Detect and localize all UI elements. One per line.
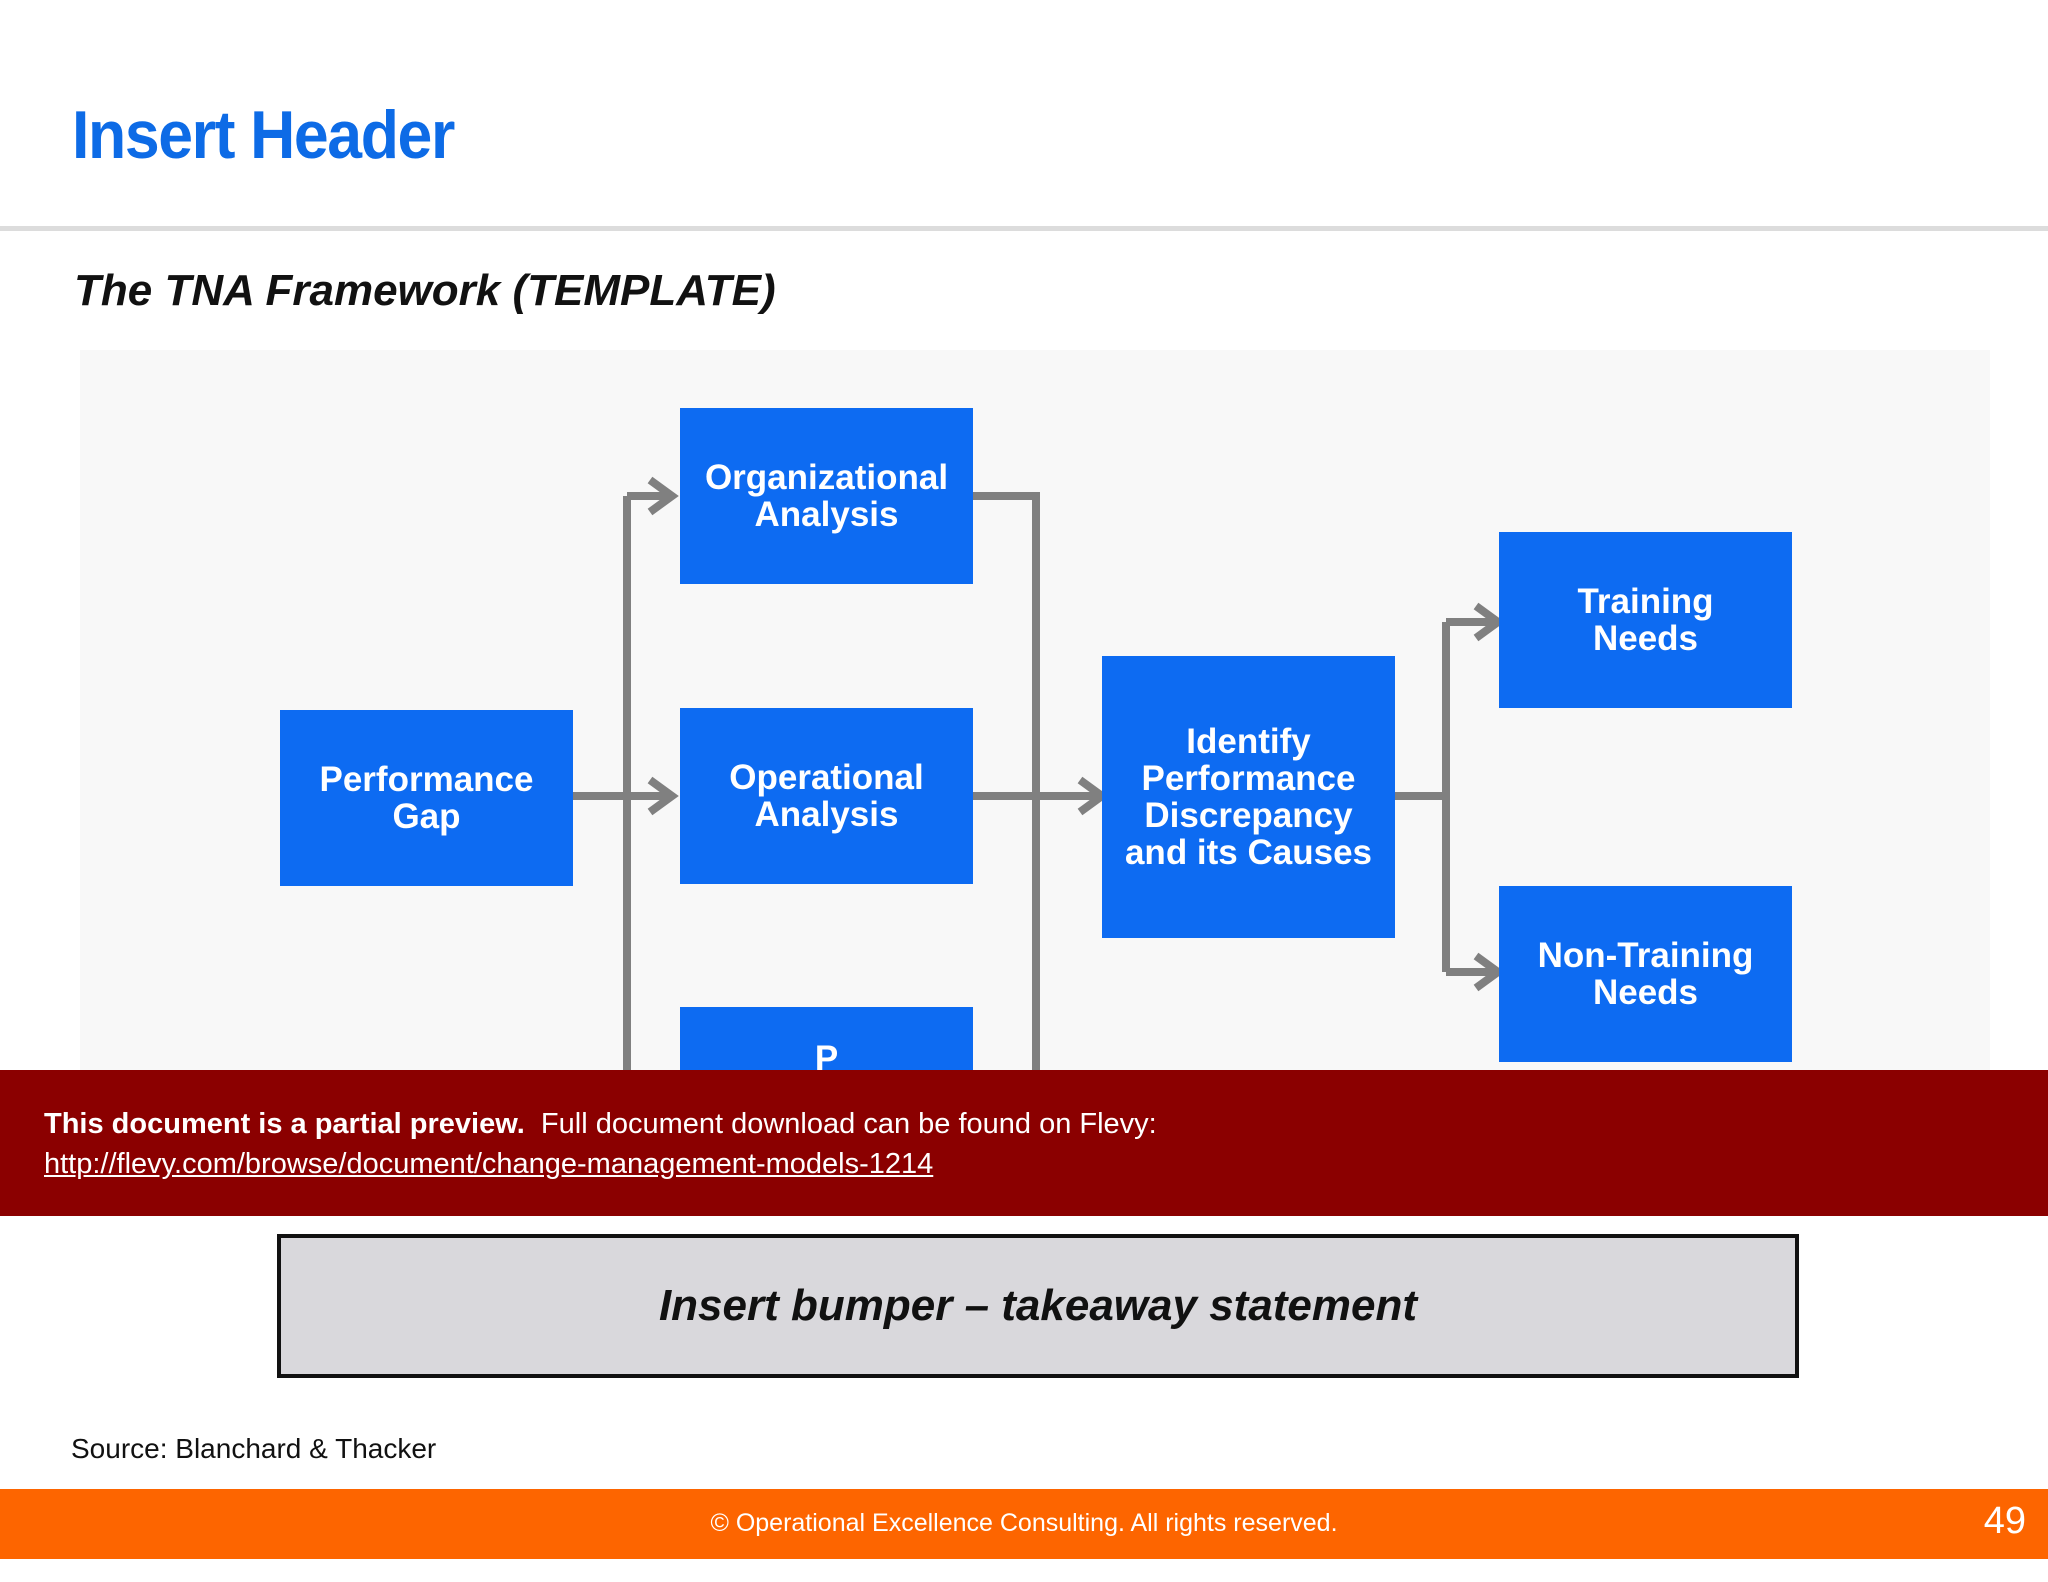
connector-organizational-out xyxy=(973,492,1040,1070)
copyright-text: © Operational Excellence Consulting. All… xyxy=(710,1509,1338,1537)
box-training-needs: Training Needs xyxy=(1499,532,1792,708)
box-identify-discrepancy: Identify Performance Discrepancy and its… xyxy=(1102,656,1395,938)
arrowhead-organizational xyxy=(647,476,679,516)
bumper-statement: Insert bumper – takeaway statement xyxy=(277,1234,1799,1378)
box-non-training-needs: Non-Training Needs xyxy=(1499,886,1792,1062)
slide-subtitle: The TNA Framework (TEMPLATE) xyxy=(74,266,776,315)
arrowhead-operational xyxy=(647,776,679,816)
flevy-document-link[interactable]: http://flevy.com/browse/document/change-… xyxy=(44,1148,934,1180)
box-operational-analysis: Operational Analysis xyxy=(680,708,973,884)
source-note: Source: Blanchard & Thacker xyxy=(71,1433,437,1464)
arrowhead-training xyxy=(1473,602,1505,642)
tna-diagram: Performance Gap Organizational Analysis … xyxy=(80,350,1990,1127)
box-performance-gap: Performance Gap xyxy=(280,710,573,886)
connector-lines xyxy=(573,476,1505,1070)
footer-bar: © Operational Excellence Consulting. All… xyxy=(0,1489,2048,1559)
header-divider xyxy=(0,226,2048,231)
preview-banner: This document is a partial preview. Full… xyxy=(0,1070,2048,1216)
page-number: 49 xyxy=(1983,1500,2026,1542)
preview-notice-text: Full document download can be found on F… xyxy=(540,1108,1157,1140)
preview-notice: This document is a partial preview. Full… xyxy=(44,1104,2048,1144)
arrowhead-non-training xyxy=(1473,952,1505,992)
header-title: Insert Header xyxy=(72,97,455,173)
box-organizational-analysis: Organizational Analysis xyxy=(680,408,973,584)
preview-notice-bold: This document is a partial preview. xyxy=(44,1108,525,1140)
